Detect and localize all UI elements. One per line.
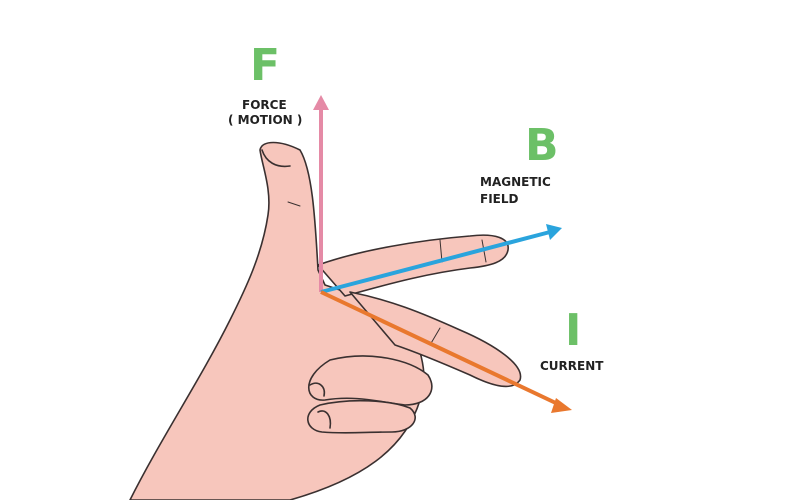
current-caption: CURRENT: [540, 359, 604, 373]
current-letter: I: [565, 305, 581, 356]
little-nail: [317, 410, 332, 429]
ring-finger: [308, 355, 433, 406]
current-arrow-shaft: [320, 290, 561, 407]
field-subcaption: FIELD: [480, 192, 519, 206]
force-subcaption: ( MOTION ): [228, 113, 302, 127]
force-arrow: [313, 95, 329, 292]
knuckle-crease: [287, 201, 487, 346]
force-arrow-head: [313, 95, 329, 110]
field-arrow-shaft: [320, 230, 551, 294]
current-arrow: [320, 290, 572, 413]
hand-illustration: [129, 141, 522, 500]
little-finger: [307, 399, 416, 434]
field-arrow-head: [546, 224, 562, 240]
middle-finger: [349, 291, 522, 388]
ring-nail: [309, 382, 326, 397]
current-arrow-head: [551, 398, 572, 413]
force-letter: F: [250, 40, 280, 91]
field-letter: B: [525, 120, 559, 171]
force-caption: FORCE: [242, 98, 287, 112]
field-caption: MAGNETIC: [480, 175, 551, 189]
thumb-nail: [261, 149, 291, 168]
field-arrow: [320, 224, 562, 294]
